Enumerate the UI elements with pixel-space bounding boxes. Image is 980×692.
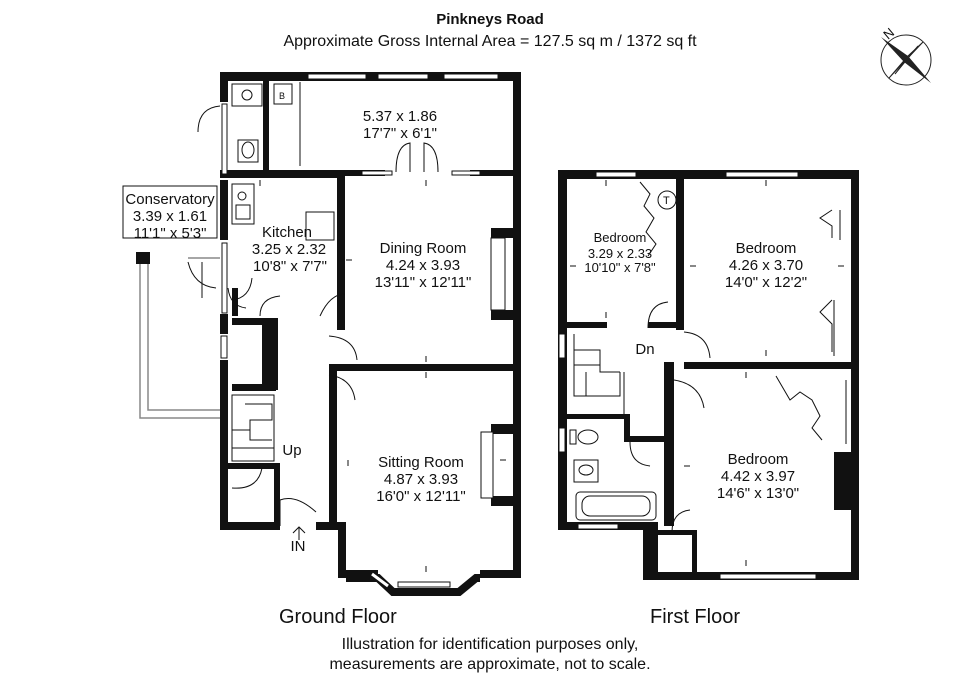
disclaimer-line-2: measurements are approximate, not to sca… [329,656,651,673]
disclaimer-line-1: Illustration for identification purposes… [341,636,639,653]
utility-imperial: 17'7" x 6'1" [363,125,437,142]
compass-icon [880,34,932,86]
stairs-up-label: Up [282,442,301,459]
kitchen-metric: 3.25 x 2.32 [252,241,326,258]
sitting-room-name: Sitting Room [378,454,464,471]
tank-label: T [663,195,670,207]
front-bedroom-name: Bedroom [728,451,789,468]
small-bedroom-name: Bedroom [594,230,647,245]
compass-north-label: N [880,25,897,43]
small-bedroom-imperial: 10'10" x 7'8" [584,260,656,275]
rear-bedroom-metric: 4.26 x 3.70 [729,257,803,274]
kitchen-name: Kitchen [262,224,312,241]
dining-room-imperial: 13'11" x 12'11" [375,274,472,291]
sitting-room-imperial: 16'0" x 12'11" [376,488,466,505]
boiler-label: B [279,91,285,101]
kitchen-imperial: 10'8" x 7'7" [253,258,327,275]
ground-floor-plan: B [136,72,521,596]
dining-room-metric: 4.24 x 3.93 [386,257,460,274]
front-bedroom-imperial: 14'6" x 13'0" [717,485,799,502]
conservatory-metric: 3.39 x 1.61 [133,208,207,225]
entrance-label: IN [291,538,306,555]
first-floor-label: First Floor [650,606,740,628]
utility-metric: 5.37 x 1.86 [363,108,437,125]
conservatory-name: Conservatory [125,191,215,208]
stairs-down-label: Dn [635,341,654,358]
ground-floor-label: Ground Floor [279,606,397,628]
rear-bedroom-name: Bedroom [736,240,797,257]
front-bedroom-metric: 4.42 x 3.97 [721,468,795,485]
conservatory-imperial: 11'1" x 5'3" [134,225,207,242]
gross-area-text: Approximate Gross Internal Area = 127.5 … [283,33,697,50]
plan-title: Pinkneys Road [436,11,544,28]
small-bedroom-metric: 3.29 x 2.33 [588,246,652,261]
conservatory-label-box [122,185,218,239]
first-floor-plan: T [558,170,859,580]
rear-bedroom-imperial: 14'0" x 12'2" [725,274,807,291]
dining-room-name: Dining Room [380,240,467,257]
sitting-room-metric: 4.87 x 3.93 [384,471,458,488]
